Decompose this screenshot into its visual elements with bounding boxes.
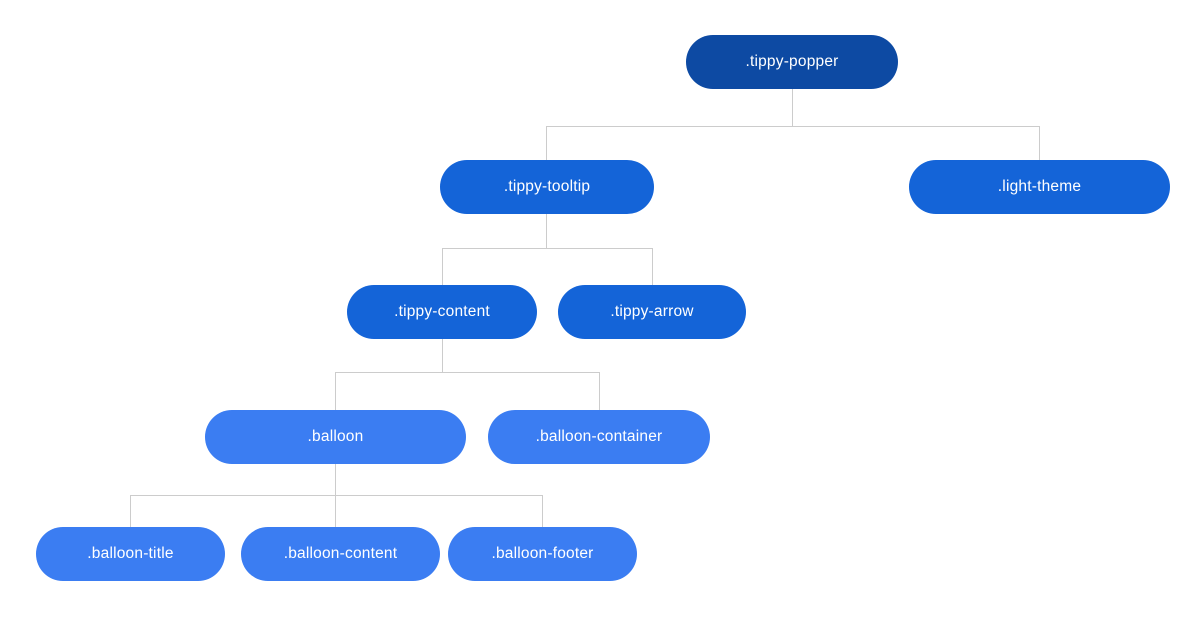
connector-vertical xyxy=(542,495,543,527)
connector-horizontal xyxy=(546,126,1040,127)
node-label: .balloon xyxy=(307,428,364,445)
tree-node-balloon-content: .balloon-content xyxy=(241,527,440,581)
tree-node-tippy-popper: .tippy-popper xyxy=(686,35,898,89)
connector-horizontal xyxy=(130,495,543,496)
node-label: .balloon-content xyxy=(283,545,398,562)
node-label: .balloon-footer xyxy=(491,545,594,562)
connector-vertical xyxy=(442,339,443,372)
tree-node-balloon-title: .balloon-title xyxy=(36,527,225,581)
connector-horizontal xyxy=(335,372,600,373)
node-label: .balloon-container xyxy=(535,428,663,445)
node-label: .tippy-arrow xyxy=(610,303,694,320)
tree-node-balloon: .balloon xyxy=(205,410,466,464)
node-label: .tippy-tooltip xyxy=(503,178,591,195)
tree-node-tippy-content: .tippy-content xyxy=(347,285,537,339)
node-label: .balloon-title xyxy=(87,545,174,562)
connector-vertical xyxy=(792,89,793,126)
tree-node-balloon-footer: .balloon-footer xyxy=(448,527,637,581)
node-label: .tippy-popper xyxy=(745,53,839,70)
tree-node-balloon-container: .balloon-container xyxy=(488,410,710,464)
connector-vertical xyxy=(546,126,547,160)
connector-vertical xyxy=(130,495,131,527)
connector-vertical xyxy=(442,248,443,285)
tree-node-light-theme: .light-theme xyxy=(909,160,1170,214)
connector-vertical xyxy=(1039,126,1040,160)
tree-node-tippy-arrow: .tippy-arrow xyxy=(558,285,746,339)
tree-node-tippy-tooltip: .tippy-tooltip xyxy=(440,160,654,214)
connector-vertical xyxy=(652,248,653,285)
connector-vertical xyxy=(546,214,547,248)
connector-horizontal xyxy=(442,248,653,249)
connector-vertical xyxy=(335,372,336,410)
node-label: .light-theme xyxy=(997,178,1082,195)
node-label: .tippy-content xyxy=(394,303,490,320)
connector-vertical xyxy=(599,372,600,410)
